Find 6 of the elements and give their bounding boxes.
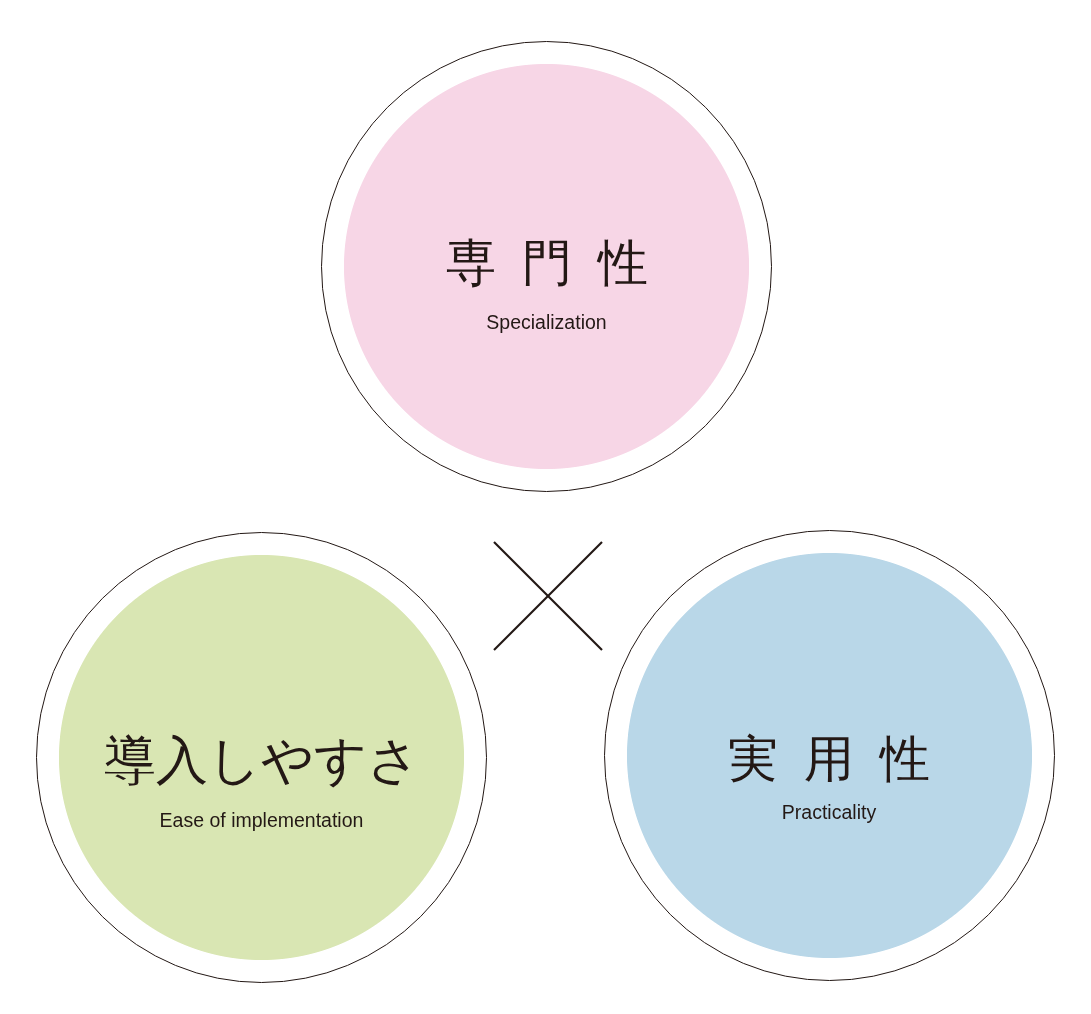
node-title: 導入しやすさ xyxy=(103,732,420,790)
node-subtitle: Practicality xyxy=(781,802,877,824)
node-title: 専門性 xyxy=(444,235,674,290)
node-subtitle: Ease of implementation xyxy=(159,810,364,832)
node-subtitle: Specialization xyxy=(486,311,607,334)
node-title: 実用性 xyxy=(727,731,956,787)
